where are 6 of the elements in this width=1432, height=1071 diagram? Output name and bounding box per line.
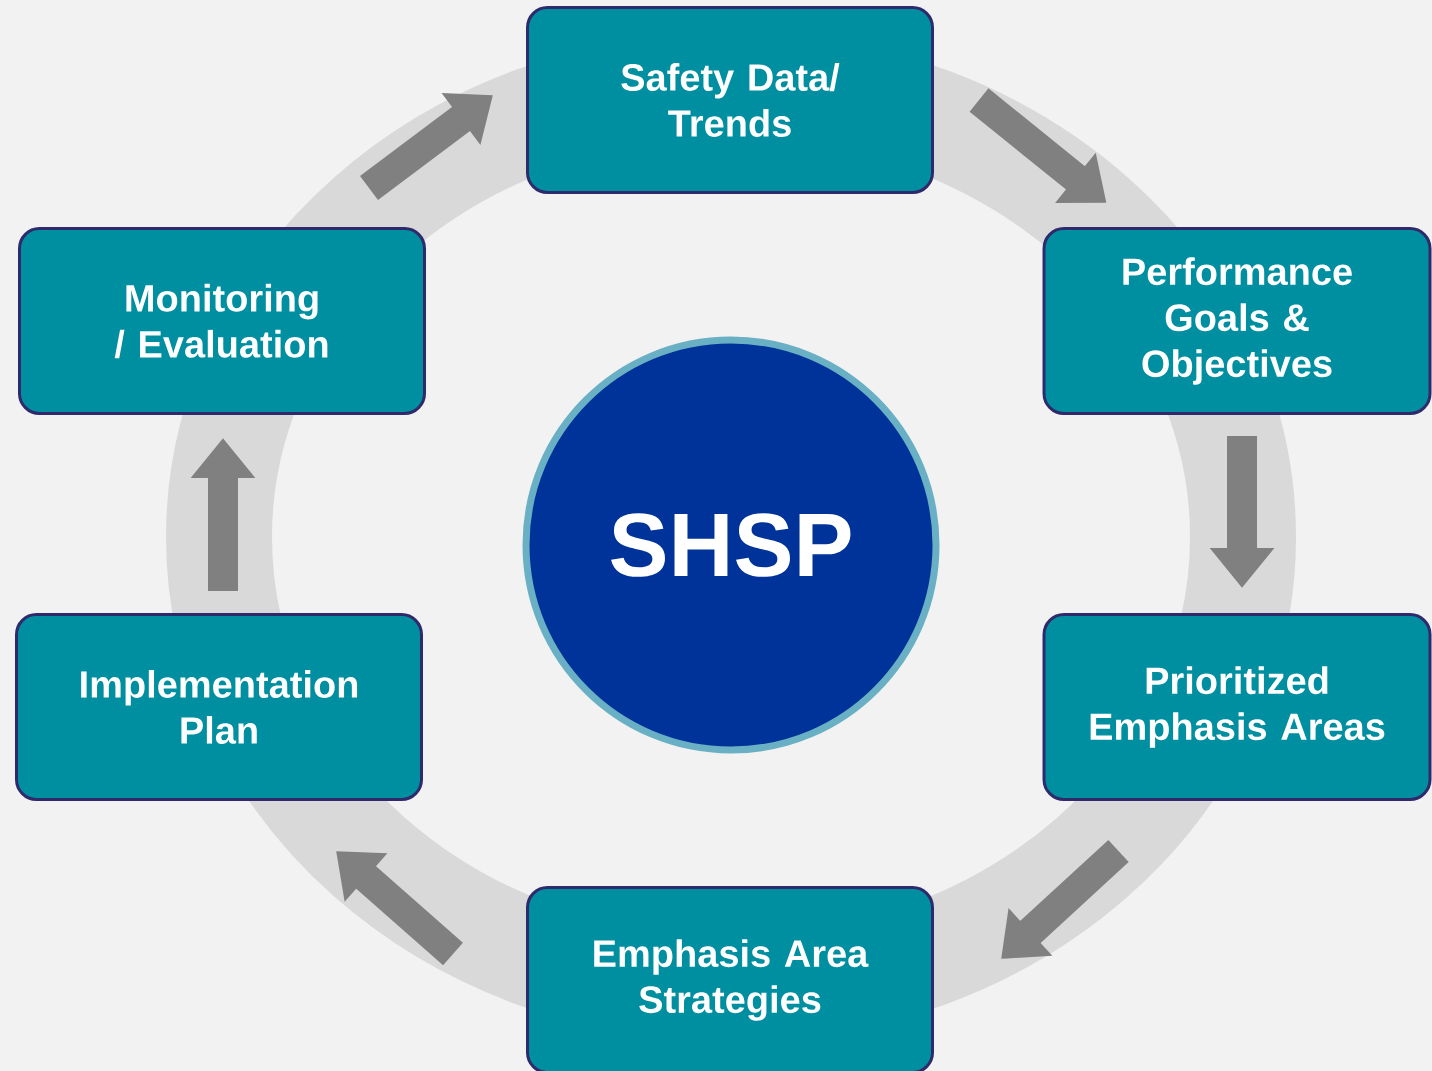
process-box: Monitoring / Evaluation (18, 227, 426, 415)
process-box: Safety Data/ Trends (526, 6, 934, 194)
process-box: Prioritized Emphasis Areas (1042, 613, 1432, 801)
process-box: Performance Goals & Objectives (1042, 227, 1432, 415)
process-box: Implementation Plan (15, 613, 423, 801)
process-box: Emphasis Area Strategies (526, 886, 934, 1071)
